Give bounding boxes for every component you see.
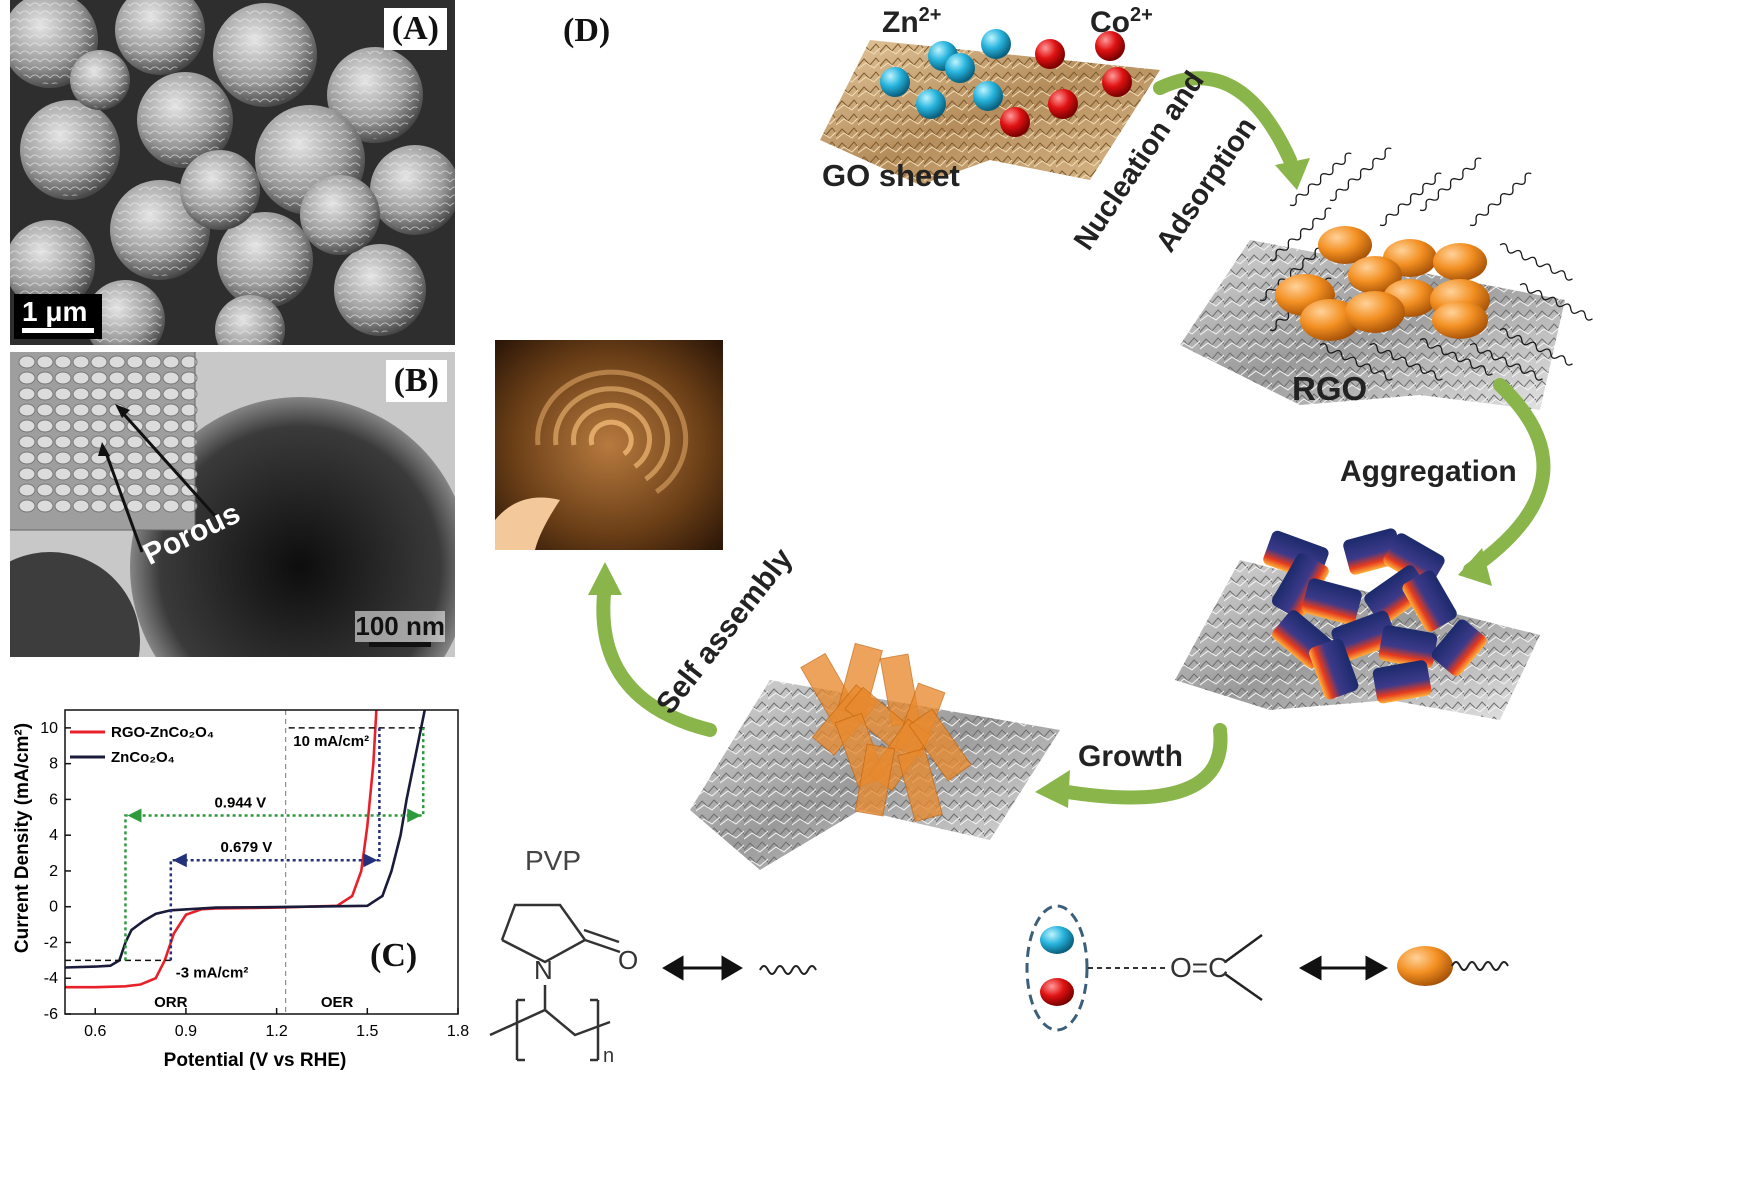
panel-d-label: (D) [563,12,611,49]
orr-label: ORR [154,994,188,1011]
x-tick-label: 1.8 [447,1023,469,1040]
zn-ion-symbol: Zn [882,6,919,39]
double-arrow-pvp [662,955,743,981]
gap-label-1: 0.944 V [214,795,266,812]
x-tick-label: 1.5 [356,1023,378,1040]
chart-y-label: Current Density (mA/cm²) [12,723,33,953]
rgo-sheet [1180,240,1565,410]
pvp-chains [1259,147,1593,381]
y-tick-label: 4 [49,827,58,844]
panel-c-chart: 0.6 0.9 1.2 1.5 1.8 -6 -4 -2 0 2 4 6 8 10 RGO-ZnCo₂O₄… [0,668,470,1188]
series-line-2 [64,709,427,969]
panel-b-tem-image: Porous (B) 100 nm [10,352,455,657]
y-tick-label: 2 [49,863,58,880]
pvp-oxygen: O [618,945,639,975]
carbonyl-label: O=C [1170,952,1229,983]
co-charge: 2+ [1130,4,1153,26]
pvp-nitrogen: N [534,955,553,985]
arrowhead-aggregation [1458,548,1492,586]
ion-pair [1025,904,1165,1032]
scale-bar-100nm: 100 nm [355,611,445,647]
gap-label-2: 0.679 V [221,839,273,856]
tem-image [10,352,455,657]
arrow-porous-1 [118,408,227,529]
arrowhead-growth [1035,770,1070,808]
pvp-subscript-n: n [603,1045,615,1067]
zn-ion-label: Zn2+ [882,4,941,40]
y-tick-label: -2 [44,934,58,951]
co-ion-label: Co2+ [1090,4,1153,40]
sem-image [10,0,455,345]
arrowhead-self-assembly [588,562,622,595]
chart-x-label: Potential (V vs RHE) [164,1050,347,1071]
self-assembly-label: Self assembly [650,542,800,721]
legend-label: ZnCo₂O₄ [111,749,175,766]
oer-reference-label: 10 mA/cm² [293,733,369,750]
aggregation-label: Aggregation [1340,455,1517,488]
panel-a-label: (A) [383,8,447,50]
orange-particle-icon [1397,946,1453,986]
growth-label: Growth [1078,740,1183,773]
co-ion-symbol: Co [1090,6,1130,39]
aggregation-sheet [1175,560,1540,720]
scale-bar-label: 1 μm [22,296,88,327]
legend-label: RGO-ZnCo₂O₄ [111,724,214,741]
wavy-chain-icon [759,965,817,975]
y-tick-label: -6 [44,1006,58,1023]
y-tick-label: 0 [49,899,58,916]
zn-charge: 2+ [918,4,942,26]
y-tick-label: 8 [49,756,58,773]
scale-bar-label: 100 nm [355,611,445,642]
ion-cluster [880,29,1132,137]
orange-particles [1275,226,1490,341]
panel-a-sem-image: (A) 1 μm [10,0,455,345]
oer-label: OER [321,994,354,1011]
x-tick-label: 0.6 [84,1023,106,1040]
flower-sem-image [495,340,723,550]
y-tick-label: 6 [49,791,58,808]
growth-sheet [690,680,1060,870]
arrowhead-nucleation [1275,158,1310,190]
x-tick-label: 1.2 [265,1023,287,1040]
orr-reference-label: -3 mA/cm² [176,964,249,981]
panel-b-label: (B) [385,360,447,402]
nanoflakes [800,642,972,823]
cycle-arrows [596,71,1551,805]
pvp-label: PVP [525,845,582,876]
x-tick-label: 0.9 [175,1023,197,1040]
y-tick-label: -4 [44,970,58,987]
wavy-chain-icon [1451,961,1509,971]
pvp-structure [489,903,621,1062]
nanorods [1263,528,1487,704]
arrow-porous-2 [103,449,144,553]
go-sheet-label: GO sheet [822,158,960,193]
rgo-label: RGO [1292,370,1368,407]
scale-bar-1um: 1 μm [14,294,102,339]
double-arrow-ion [1298,955,1389,981]
y-tick-label: 10 [40,720,58,737]
panel-c-label: (C) [370,937,418,974]
